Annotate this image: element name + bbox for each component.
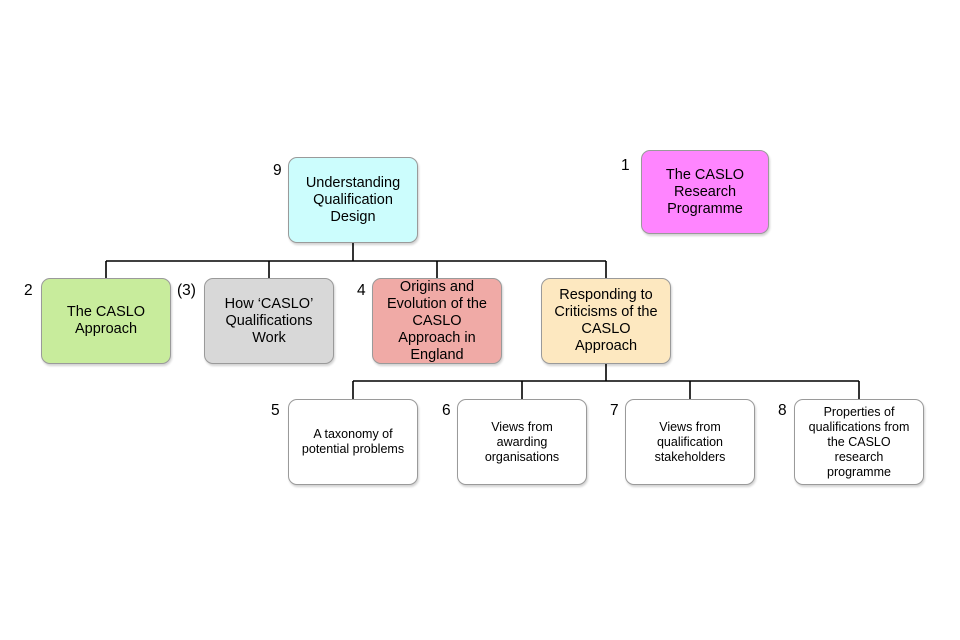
node-number-awarding: 6 xyxy=(442,402,451,419)
node-label: Properties of qualifications from the CA… xyxy=(808,404,910,479)
node-views-from-awarding-organisations: Views from awarding organisations xyxy=(457,399,587,485)
node-understanding-qualification-design: Understanding Qualification Design xyxy=(288,157,418,243)
node-label: Views from awarding organisations xyxy=(484,419,560,464)
node-properties-of-qualifications: Properties of qualifications from the CA… xyxy=(794,399,924,485)
node-responding-to-criticisms: Responding to Criticisms of the CASLO Ap… xyxy=(541,278,671,364)
node-number-stakeholders: 7 xyxy=(610,402,619,419)
node-number-approach: 2 xyxy=(24,282,33,299)
node-how-caslo-qualifications-work: How ‘CASLO’ Qualifications Work xyxy=(204,278,334,364)
node-number-origins: 4 xyxy=(357,282,366,299)
node-number-research-programme: 1 xyxy=(621,157,630,174)
node-views-from-qualification-stakeholders: Views from qualification stakeholders xyxy=(625,399,755,485)
node-label: The CASLO Research Programme xyxy=(665,166,745,217)
node-caslo-research-programme: The CASLO Research Programme xyxy=(641,150,769,234)
node-origins-and-evolution: Origins and Evolution of the CASLO Appro… xyxy=(372,278,502,364)
node-label: A taxonomy of potential problems xyxy=(301,427,405,456)
node-number-how-work: (3) xyxy=(177,282,196,299)
node-caslo-approach: The CASLO Approach xyxy=(41,278,171,364)
node-number-properties: 8 xyxy=(778,402,787,419)
node-label: Views from qualification stakeholders xyxy=(654,419,726,464)
node-label: Responding to Criticisms of the CASLO Ap… xyxy=(554,287,658,354)
node-number-taxonomy: 5 xyxy=(271,402,280,419)
node-taxonomy-of-potential-problems: A taxonomy of potential problems xyxy=(288,399,418,485)
node-label: Origins and Evolution of the CASLO Appro… xyxy=(387,278,487,363)
node-label: How ‘CASLO’ Qualifications Work xyxy=(224,295,314,346)
node-label: The CASLO Approach xyxy=(66,304,146,337)
node-number-understanding: 9 xyxy=(273,162,282,179)
node-label: Understanding Qualification Design xyxy=(305,174,401,225)
